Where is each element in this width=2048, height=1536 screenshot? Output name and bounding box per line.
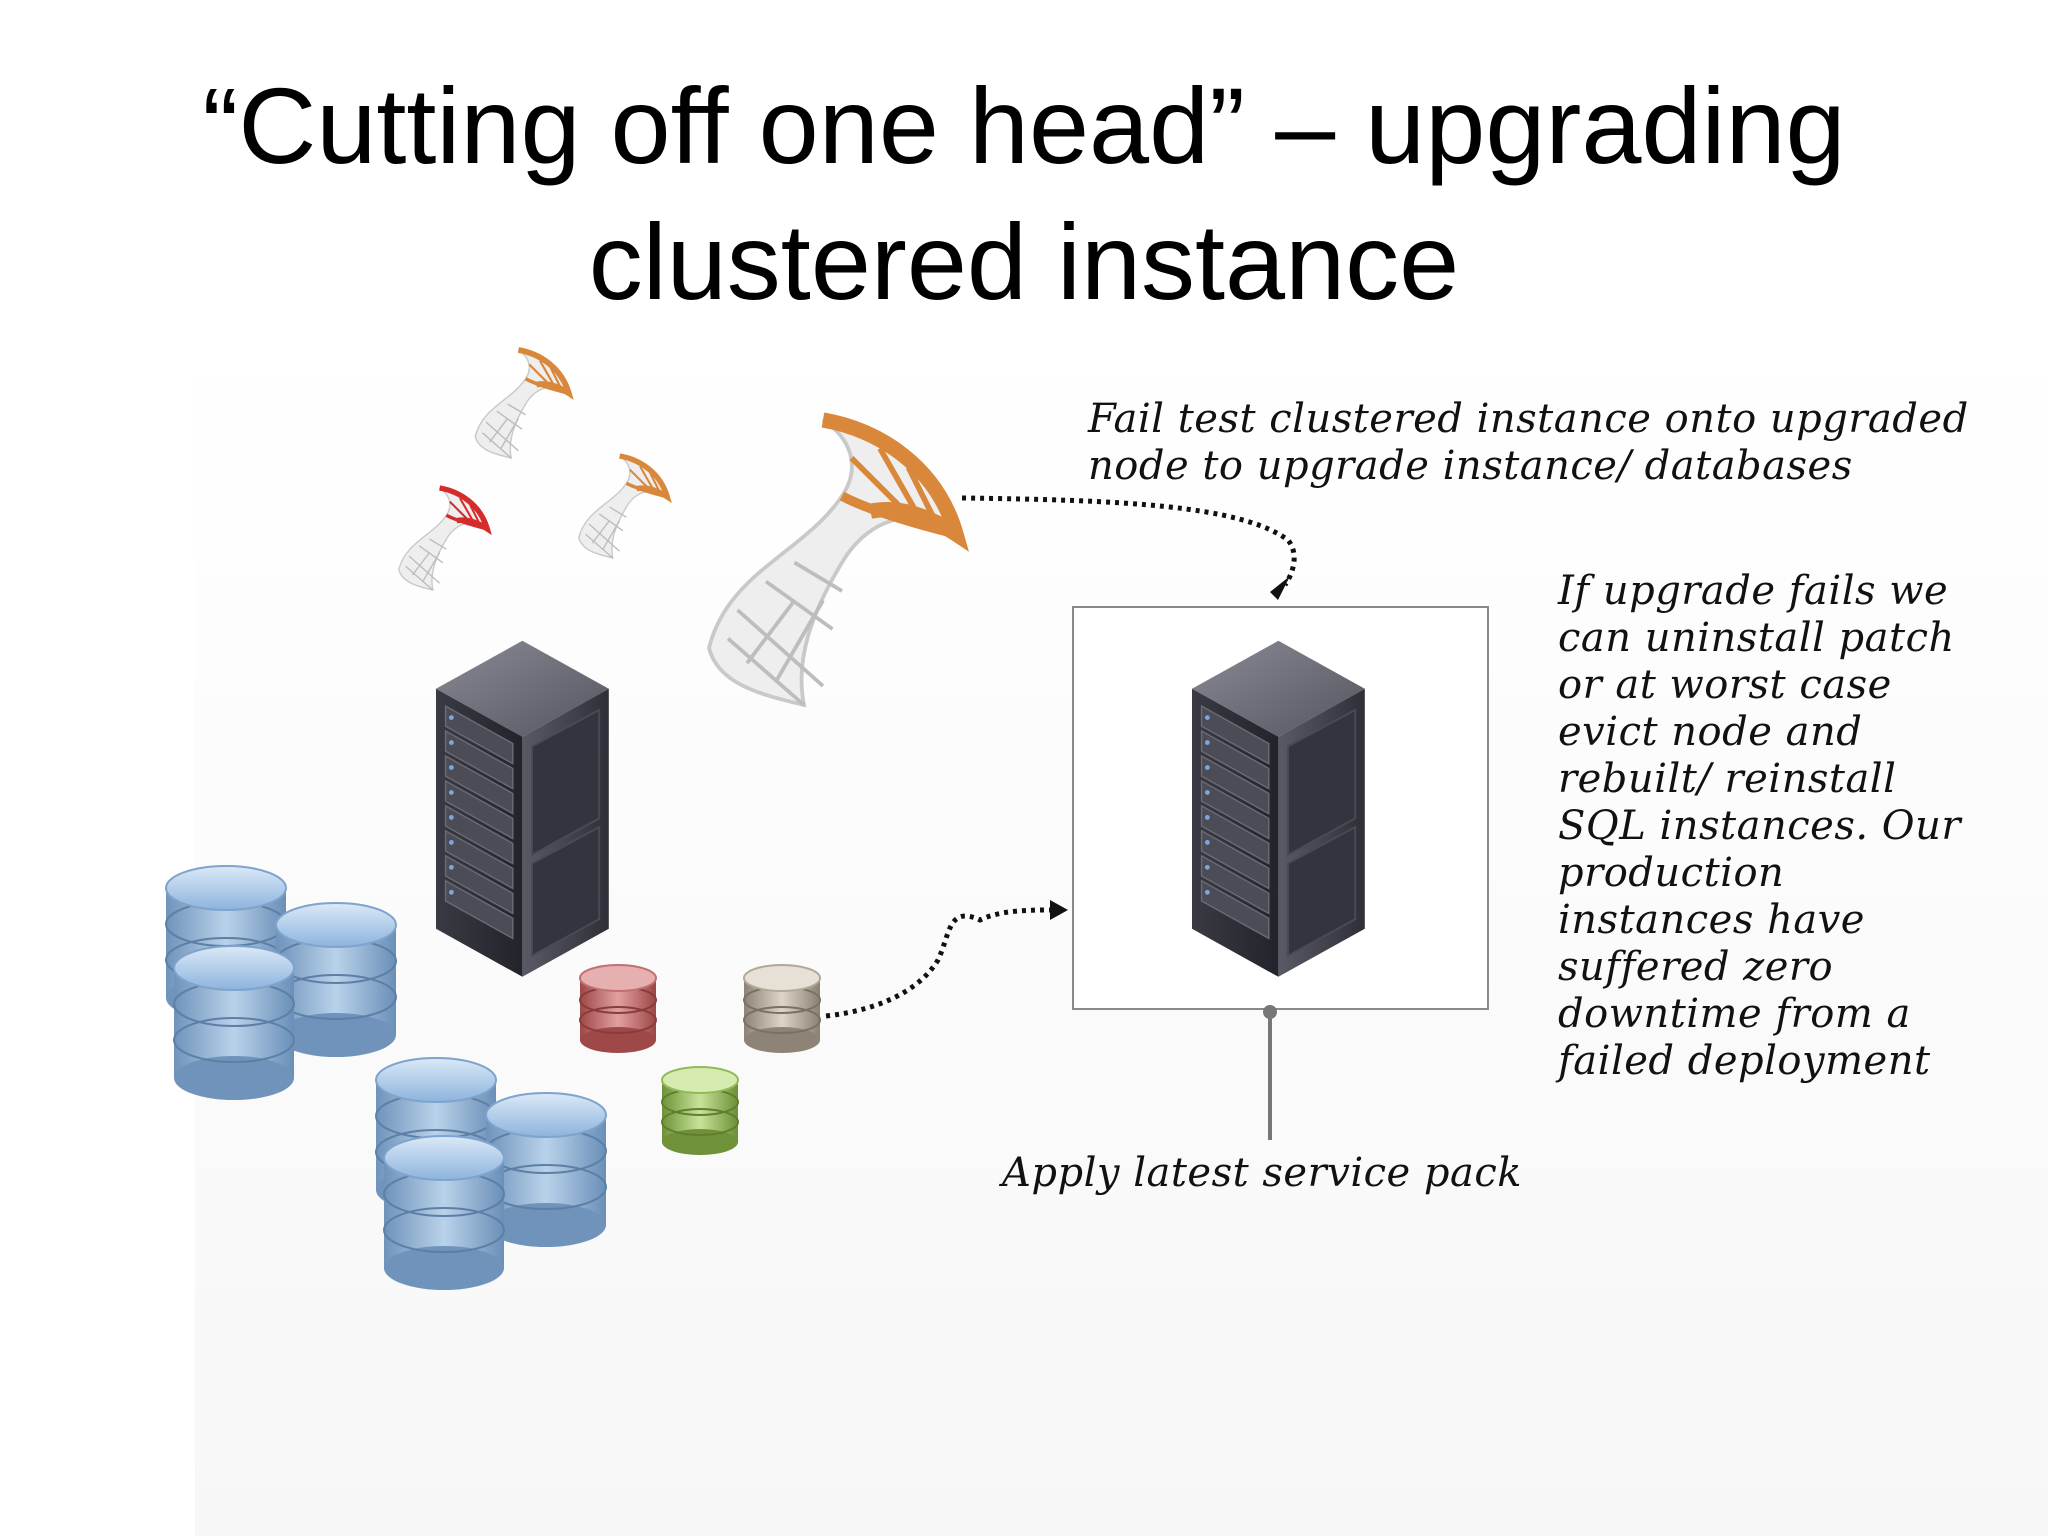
note-line: downtime from a: [1558, 991, 1911, 1037]
note-line: failed deployment: [1558, 1038, 1931, 1084]
note-line: evict node and: [1558, 709, 1863, 755]
failover-arrow: [961, 495, 1297, 587]
note-fail-test: Fail test clustered instance onto upgrad…: [1088, 396, 1969, 490]
database-icon: [173, 945, 295, 1101]
database-icon: [383, 1135, 505, 1291]
note-apply-service-pack-text: Apply latest service pack: [1002, 1150, 1522, 1196]
note-line: or at worst case: [1558, 662, 1892, 708]
title-line-2: clustered instance: [588, 201, 1460, 322]
database-icon: [743, 964, 821, 1054]
note-fail-test-line-2: node to upgrade instance/ databases: [1088, 443, 1853, 489]
connector-dot: [1263, 1005, 1277, 1019]
database-icon: [579, 964, 657, 1054]
failover-arrowhead: [1270, 576, 1290, 600]
note-apply-service-pack: Apply latest service pack: [1002, 1150, 1522, 1197]
database-arrow: [825, 907, 1053, 1019]
database-icon: [661, 1066, 739, 1156]
note-line: instances have: [1558, 897, 1865, 943]
note-fail-test-line-1: Fail test clustered instance onto upgrad…: [1088, 396, 1969, 442]
note-if-upgrade-fails: If upgrade fails we can uninstall patch …: [1558, 568, 1961, 1085]
note-line: If upgrade fails we: [1558, 568, 1949, 614]
note-line: suffered zero: [1558, 944, 1834, 990]
database-arrowhead: [1050, 900, 1068, 920]
server-rack-icon: [435, 639, 610, 978]
note-line: rebuilt/ reinstall: [1558, 756, 1897, 802]
note-line: can uninstall patch: [1558, 615, 1955, 661]
title-line-1: “Cutting off one head” – upgrading: [202, 65, 1846, 186]
note-line: SQL instances. Our: [1558, 803, 1961, 849]
note-line: production: [1558, 850, 1785, 896]
slide-title: “Cutting off one head” – upgrading clust…: [0, 58, 2048, 330]
server-rack-icon: [1191, 639, 1366, 978]
